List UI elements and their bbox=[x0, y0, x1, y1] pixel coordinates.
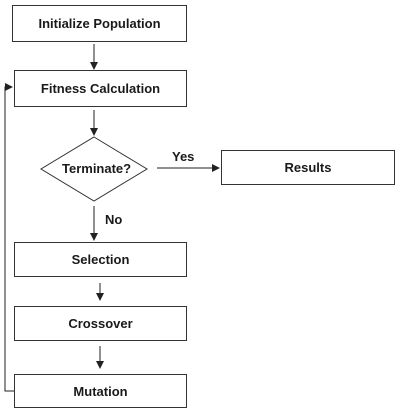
selection-box: Selection bbox=[14, 242, 187, 277]
selection-label: Selection bbox=[71, 252, 130, 267]
yes-edge-label: Yes bbox=[172, 149, 195, 164]
initialize-population-box: Initialize Population bbox=[12, 5, 187, 42]
crossover-label: Crossover bbox=[68, 316, 133, 331]
terminate-label: Terminate? bbox=[62, 161, 132, 176]
crossover-box: Crossover bbox=[14, 306, 187, 341]
results-label: Results bbox=[284, 160, 332, 175]
mutation-box: Mutation bbox=[14, 374, 187, 408]
terminate-decision-diamond bbox=[40, 136, 148, 202]
results-box: Results bbox=[221, 150, 395, 185]
initialize-population-label: Initialize Population bbox=[38, 16, 161, 31]
mutation-label: Mutation bbox=[73, 383, 128, 399]
fitness-calculation-box: Fitness Calculation bbox=[14, 70, 187, 107]
no-edge-label: No bbox=[105, 212, 123, 227]
fitness-calculation-label: Fitness Calculation bbox=[40, 81, 161, 96]
arrow-mutation-loop-to-fitness bbox=[4, 83, 14, 392]
